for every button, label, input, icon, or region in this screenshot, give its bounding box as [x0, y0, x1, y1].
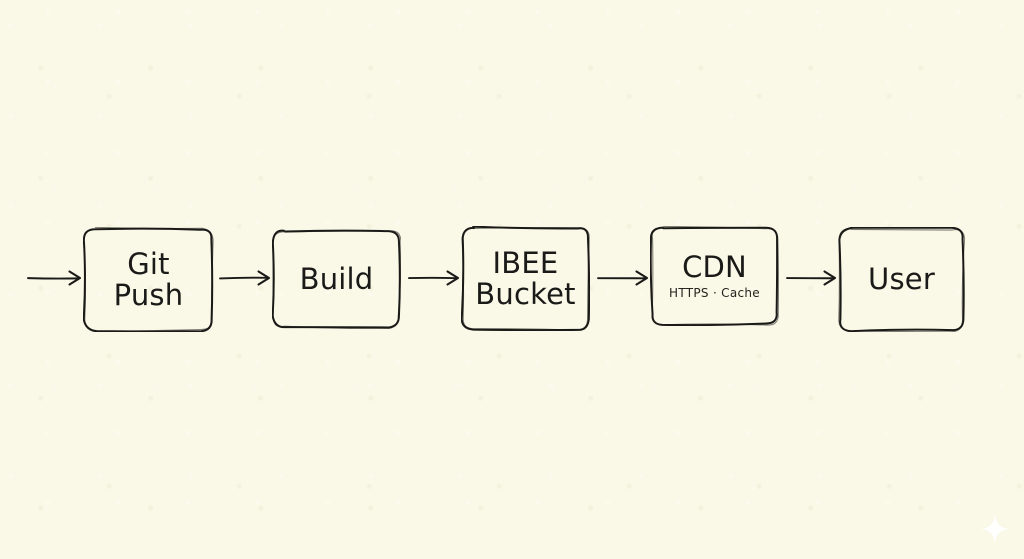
sparkle-icon	[980, 514, 1010, 544]
node-label-cdn: CDN	[682, 250, 747, 285]
arrow-edge-entry-to-git-push	[27, 270, 82, 286]
arrow-edge-ibee-bucket-to-cdn	[597, 270, 649, 286]
node-outline-build	[272, 229, 401, 329]
node-user[interactable]: User	[838, 227, 965, 332]
node-label-user: User	[868, 262, 935, 297]
node-ibee-bucket[interactable]: IBEE Bucket	[461, 226, 590, 331]
node-outline-git-push	[83, 227, 214, 332]
node-outline-user	[838, 227, 965, 332]
arrow-edge-git-push-to-build	[219, 270, 271, 286]
node-outline-cdn	[650, 226, 779, 326]
node-label-build: Build	[299, 261, 374, 296]
node-sublabel-cdn: HTTPS · Cache	[669, 285, 760, 300]
arrow-edge-cdn-to-user	[786, 270, 837, 286]
node-build[interactable]: Build	[272, 229, 401, 329]
node-label-ibee-bucket: IBEE Bucket	[475, 246, 576, 311]
node-label-git-push: Git Push	[113, 247, 184, 312]
node-git-push[interactable]: Git Push	[83, 227, 214, 332]
arrow-edge-build-to-ibee-bucket	[408, 270, 460, 286]
node-outline-ibee-bucket	[461, 226, 590, 331]
